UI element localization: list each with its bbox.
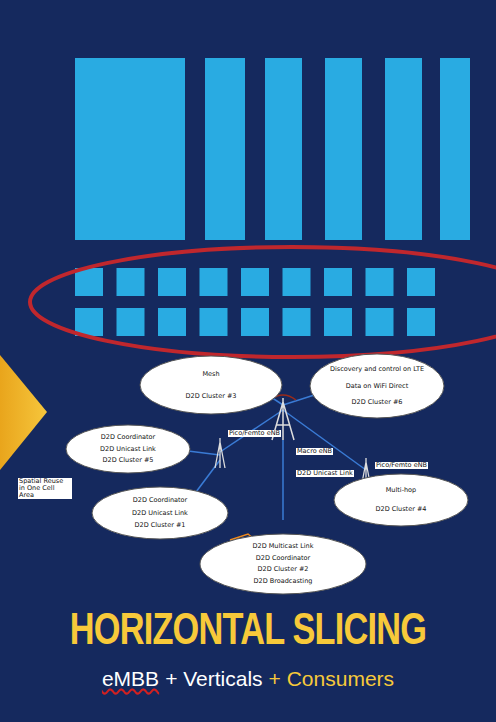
ellipse-outline bbox=[334, 474, 468, 526]
cluster-label: Data on WiFi Direct bbox=[346, 383, 408, 390]
subtitle-part: + Verticals bbox=[165, 666, 262, 691]
cluster-label: Mesh bbox=[202, 371, 219, 378]
slice-square bbox=[200, 268, 228, 296]
cluster-ellipse: D2D Multicast LinkD2D CoordinatorD2D Clu… bbox=[200, 534, 366, 594]
cluster-ellipse: Discovery and control on LTE Data on WiFi… bbox=[310, 354, 444, 418]
ellipse-fill bbox=[140, 356, 282, 414]
cluster-label: D2D Multicast Link bbox=[253, 543, 314, 550]
ellipse-fill bbox=[66, 425, 190, 473]
network-label: Pico/Femto eNB bbox=[375, 462, 428, 469]
slice-square bbox=[283, 268, 311, 296]
cluster-ellipse: D2D CoordinatorD2D Unicast LinkD2D Clust… bbox=[92, 487, 228, 539]
subtitle-part: + Consumers bbox=[269, 666, 394, 691]
cluster-label: D2D Unicast Link bbox=[100, 446, 156, 453]
slice-square bbox=[241, 268, 269, 296]
slice-square bbox=[75, 268, 103, 296]
cluster-ellipse: D2D CoordinatorD2D Unicast LinkD2D Clust… bbox=[66, 425, 190, 473]
ellipse-fill bbox=[200, 534, 366, 594]
slice-square bbox=[366, 268, 394, 296]
slice-squares bbox=[75, 268, 435, 336]
highlight-ellipse bbox=[30, 247, 496, 357]
network-label: Pico/Femto eNB bbox=[228, 430, 281, 437]
cluster-label: D2D Cluster #5 bbox=[103, 457, 154, 464]
cluster-label: D2D Coordinator bbox=[133, 497, 188, 504]
cluster-ellipse: MeshD2D Cluster #3 bbox=[140, 356, 282, 414]
network-label: Macro eNB bbox=[296, 448, 333, 455]
ellipse-fill bbox=[334, 474, 468, 526]
slice-square bbox=[324, 268, 352, 296]
ellipse-fill bbox=[92, 487, 228, 539]
slice-square bbox=[324, 308, 352, 336]
slice-square bbox=[407, 268, 435, 296]
cluster-label: D2D Cluster #2 bbox=[258, 566, 309, 573]
cluster-label: D2D Broadcasting bbox=[254, 578, 313, 585]
slice-square bbox=[366, 308, 394, 336]
subtitle-part: eMBB bbox=[102, 666, 159, 691]
cluster-label: D2D Cluster #1 bbox=[135, 522, 186, 529]
title: HORIZONTAL SLICING bbox=[55, 604, 442, 654]
cluster-label: D2D Cluster #4 bbox=[376, 506, 427, 513]
slice-square bbox=[283, 308, 311, 336]
slice-square bbox=[117, 308, 145, 336]
cluster-label: Discovery and control on LTE bbox=[330, 366, 424, 373]
slice-square bbox=[200, 308, 228, 336]
cluster-label: D2D Cluster #3 bbox=[186, 393, 237, 400]
cluster-label: D2D Coordinator bbox=[101, 434, 156, 441]
ellipse-outline bbox=[140, 356, 282, 414]
ellipse-fill bbox=[310, 354, 444, 418]
cluster-ellipse: Multi-hopD2D Cluster #4 bbox=[334, 474, 468, 526]
network-label: D2D Unicast Link bbox=[296, 470, 354, 477]
pico-towers bbox=[215, 438, 371, 488]
cluster-label: Multi-hop bbox=[386, 487, 416, 494]
cluster-label: D2D Unicast Link bbox=[132, 510, 188, 517]
cluster-label: D2D Cluster #6 bbox=[352, 399, 403, 406]
network-label: Spatial Reuse in One Cell Area bbox=[18, 478, 72, 499]
arrow-triangle bbox=[0, 355, 47, 470]
slice-bars bbox=[75, 58, 470, 240]
slice-square bbox=[241, 308, 269, 336]
slice-square bbox=[407, 308, 435, 336]
slice-square bbox=[75, 308, 103, 336]
slice-square bbox=[158, 268, 186, 296]
slice-square bbox=[158, 308, 186, 336]
slice-square bbox=[117, 268, 145, 296]
cluster-label: D2D Coordinator bbox=[256, 555, 311, 562]
